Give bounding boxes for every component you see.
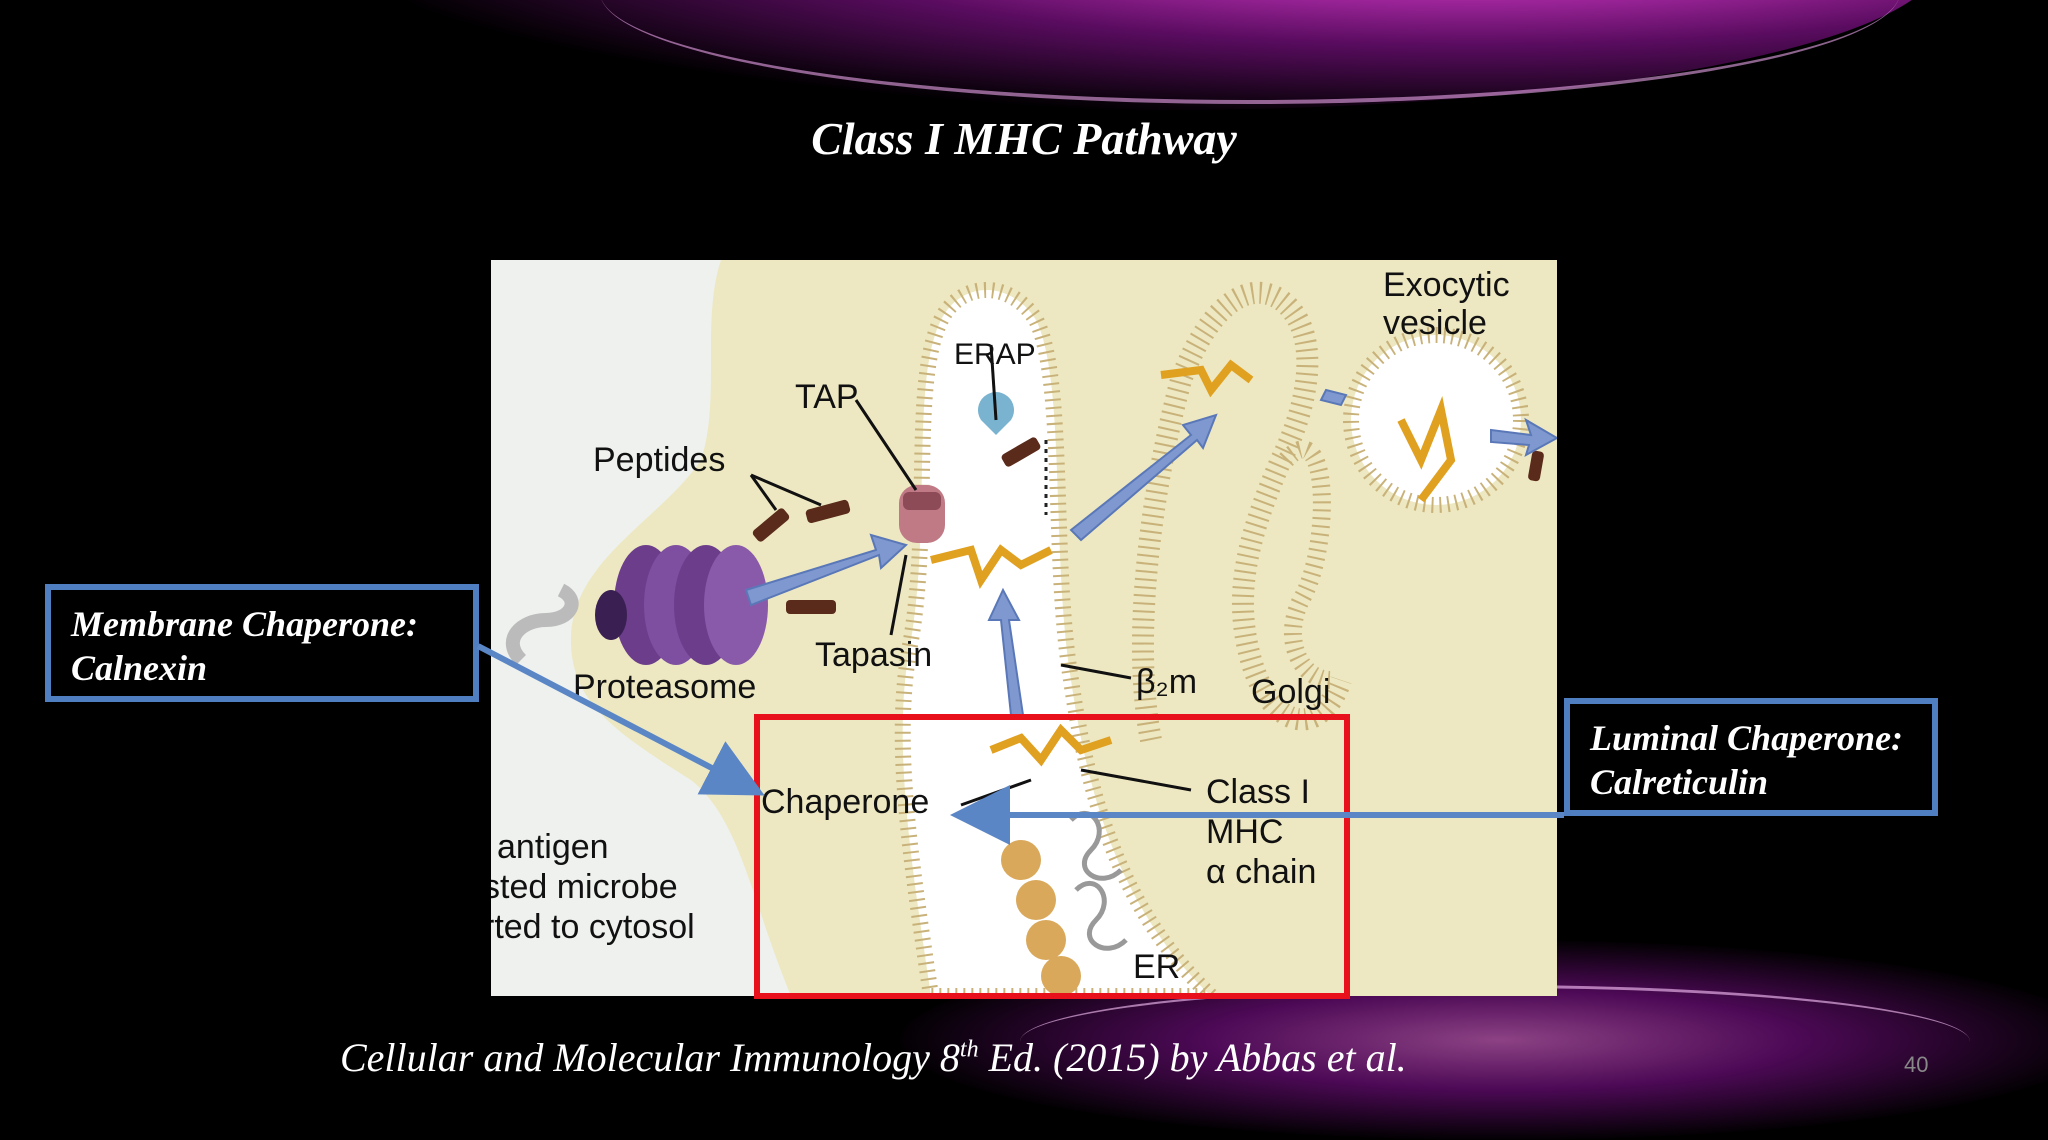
peptide-fragments	[752, 437, 1544, 614]
label-antigen-1: antigen	[497, 828, 609, 866]
label-vesicle: vesicle	[1383, 304, 1487, 342]
callout-luminal-line1: Luminal Chaperone:	[1590, 718, 1904, 758]
label-mhc: MHC	[1206, 813, 1284, 851]
callout-luminal-chaperone: Luminal Chaperone: Calreticulin	[1564, 698, 1938, 816]
label-erap: ERAP	[954, 338, 1036, 371]
label-golgi: Golgi	[1251, 673, 1331, 711]
label-er: ER	[1133, 948, 1181, 986]
calnexin-beads	[1001, 840, 1081, 996]
label-peptides: Peptides	[593, 441, 726, 479]
golgi-membrane	[1131, 281, 1352, 743]
citation-suffix: Ed. (2015) by Abbas et al.	[978, 1035, 1407, 1080]
pathway-arrows	[744, 388, 1557, 716]
slide-title: Class I MHC Pathway	[811, 113, 1237, 164]
citation: Cellular and Molecular Immunology 8th Ed…	[340, 1034, 1407, 1081]
label-tap: TAP	[795, 378, 859, 416]
mhc-molecules	[930, 359, 1456, 767]
callout-arrows	[476, 643, 1564, 845]
callout-membrane-line2: Calnexin	[71, 648, 208, 688]
label-b2m: β₂m	[1136, 663, 1198, 701]
callout-luminal-line2: Calreticulin	[1590, 762, 1769, 802]
label-chaperone: Chaperone	[761, 783, 930, 821]
label-alpha-chain: α chain	[1206, 853, 1317, 891]
proteasome-shape	[595, 545, 768, 665]
label-proteasome: Proteasome	[573, 668, 757, 706]
label-antigen-3: rted to cytosol	[491, 908, 695, 946]
polypeptide-strand	[505, 583, 579, 665]
label-tapasin: Tapasin	[815, 636, 933, 674]
membrane-chaperone-arrow	[476, 643, 765, 796]
label-exocytic: Exocytic	[1383, 266, 1510, 304]
label-class-i: Class I	[1206, 773, 1310, 811]
top-glow-arc	[600, 0, 1900, 104]
label-antigen-2: sted microbe	[491, 868, 678, 906]
mhc-pathway-figure: Exocytic vesicle ERAP TAP Peptides Prote…	[491, 260, 1557, 996]
page-number: 40	[1904, 1052, 1929, 1077]
callout-membrane-line1: Membrane Chaperone:	[71, 604, 419, 644]
citation-sup: th	[959, 1036, 979, 1063]
highlight-box	[754, 714, 1350, 999]
tap-transporter	[899, 485, 945, 543]
citation-prefix: Cellular and Molecular Immunology 8	[340, 1035, 960, 1080]
golgi-fold	[1279, 440, 1333, 689]
callout-membrane-chaperone: Membrane Chaperone: Calnexin	[45, 584, 479, 702]
